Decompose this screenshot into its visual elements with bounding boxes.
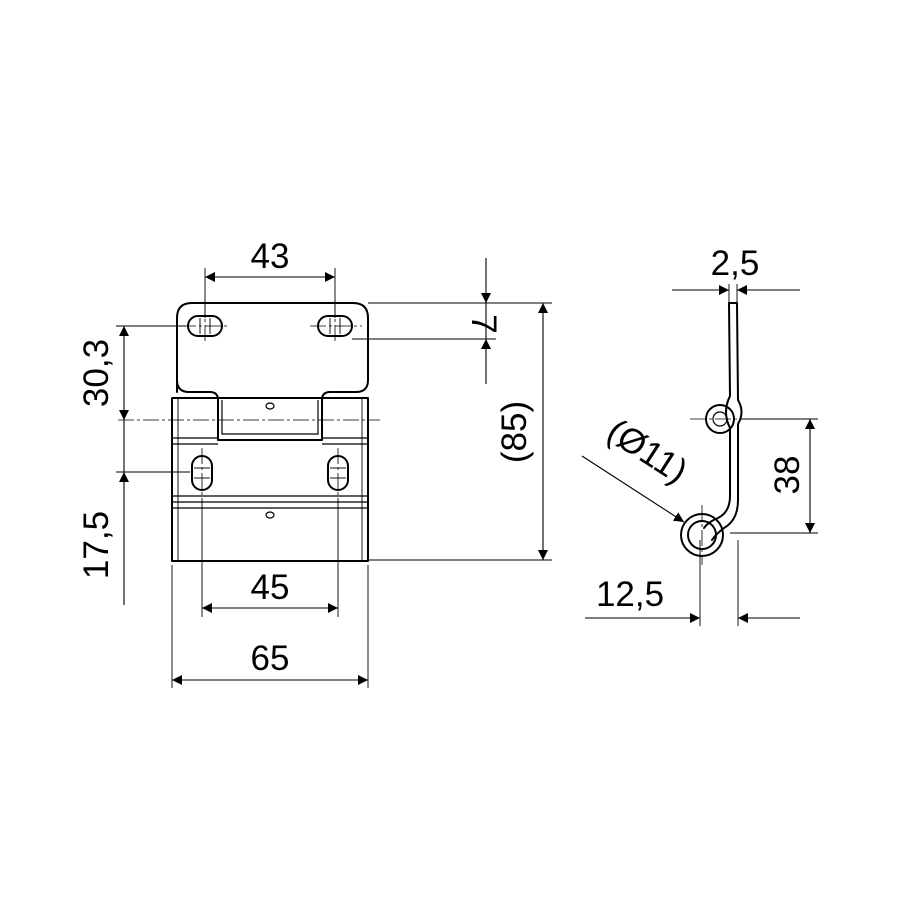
- front-view-dimensions: 43 7 (85) 30,3 17,5 45 65: [77, 237, 552, 688]
- dim-label-12-5: 12,5: [596, 575, 664, 614]
- dim-label-17-5: 17,5: [77, 511, 116, 579]
- side-leaf-outline: [711, 302, 743, 541]
- side-view-dimensions: 2,5 38 (Ø11) 12,5: [581, 244, 818, 626]
- dim-label-diameter: (Ø11): [600, 411, 694, 491]
- dim-label-45: 45: [251, 568, 290, 607]
- dim-label-38: 38: [768, 456, 807, 495]
- upper-plate-outline: [176, 302, 369, 441]
- dim-label-30-3: 30,3: [77, 339, 116, 407]
- dim-label-65: 65: [251, 639, 290, 678]
- leader-line-diameter: [581, 455, 685, 523]
- dim-label-2-5: 2,5: [711, 244, 760, 283]
- dim-label-43: 43: [251, 237, 290, 276]
- pin-hole: [265, 402, 275, 410]
- pin-hole: [265, 511, 275, 519]
- dim-label-7: 7: [464, 314, 503, 333]
- upper-plate-tongue: [221, 400, 319, 435]
- front-view: [118, 300, 380, 562]
- lower-body-outline: [171, 397, 369, 562]
- side-view: [680, 302, 770, 565]
- dim-label-85: (85): [495, 401, 534, 463]
